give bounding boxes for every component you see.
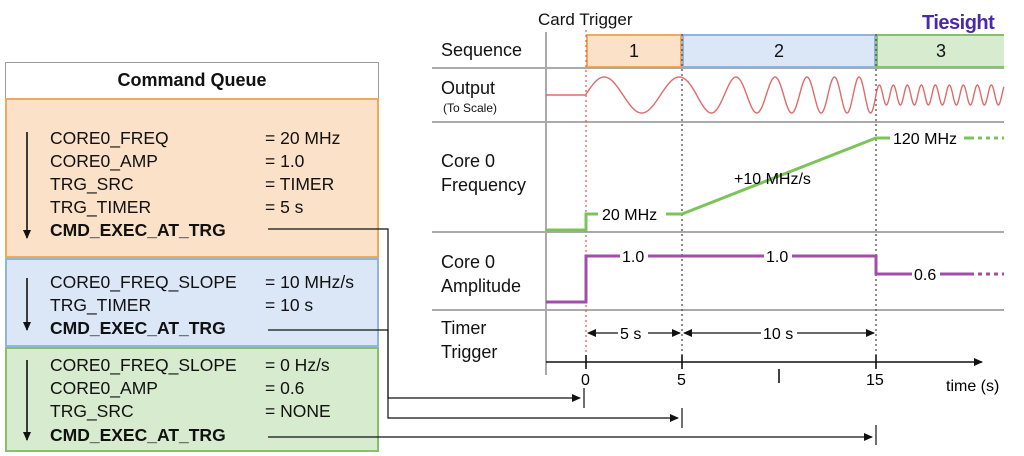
row-label-output-note: (To Scale) [443,101,498,115]
command-name: TRG_TIMER [50,295,152,315]
amp-label-a: 1.0 [622,249,644,266]
command-queue-title: Command Queue [5,62,379,98]
command-value: = 5 s [265,197,304,217]
row-label-sequence: Sequence [441,40,523,60]
command-name: CORE0_FREQ_SLOPE [50,355,237,375]
command-value: = TIMER [265,174,335,194]
row-label-amplitude-2: Amplitude [441,276,522,296]
brand-logo: Tiesight [922,12,995,35]
command-value: = 1.0 [265,151,305,171]
label-bg [598,204,666,224]
axis-label: time (s) [946,378,999,395]
freq-label-slope: +10 MHz/s [734,171,811,188]
row-label-output: Output [441,78,496,98]
freq-label-end: 120 MHz [893,131,957,148]
command-block-3: CORE0_FREQ_SLOPE = 0 Hz/s CORE0_AMP = 0.… [5,347,379,452]
command-name: CORE0_AMP [50,151,158,171]
axis-tick-label: 5 [677,372,686,389]
amp-label-b: 1.0 [766,249,788,266]
exec-command: CMD_EXEC_AT_TRG [50,425,226,445]
output-waveform [546,76,1005,114]
command-value: = 10 s [265,295,314,315]
logo-text: Tiesight [922,12,995,34]
command-name: TRG_TIMER [50,197,152,217]
command-block-2: CORE0_FREQ_SLOPE = 10 MHz/s TRG_TIMER = … [5,258,379,347]
axis-tick-label: 0 [581,372,590,389]
command-block-1: CORE0_FREQ = 20 MHz CORE0_AMP = 1.0 TRG_… [5,98,379,258]
label-bg [618,324,648,342]
command-name: CORE0_FREQ_SLOPE [50,272,237,292]
connector-2 [268,329,679,422]
row-label-timer: Timer [441,318,487,338]
command-name: TRG_SRC [50,174,134,194]
amp-label-c: 0.6 [914,267,936,284]
row-label-amplitude: Core 0 [441,252,496,272]
row-label-trigger: Trigger [441,342,498,362]
connector-1 [268,228,581,402]
amplitude-trace [546,254,970,304]
command-name: TRG_SRC [50,401,134,421]
command-value: = 0.6 [265,378,305,398]
command-value: = 20 MHz [265,128,341,148]
exec-command: CMD_EXEC_AT_TRG [50,318,226,338]
freq-label-start: 20 MHz [602,207,657,224]
command-name: CORE0_FREQ [50,128,169,148]
command-name: CORE0_AMP [50,378,158,398]
label-bg [890,128,964,148]
command-value: = NONE [265,401,331,421]
label-bg [912,264,940,284]
exec-command: CMD_EXEC_AT_TRG [50,220,226,240]
card-trigger-label: Card Trigger [538,10,633,29]
row-label-frequency-2: Frequency [441,175,527,195]
interval-label-5s: 5 s [620,326,641,343]
label-bg [761,324,797,342]
label-bg [620,246,648,266]
interval-label-10s: 10 s [763,326,793,343]
command-value: = 0 Hz/s [265,355,330,375]
row-label-frequency: Core 0 [441,151,496,171]
command-value: = 10 MHz/s [265,272,354,292]
label-bg [764,246,792,266]
axis-tick-label: 15 [866,372,884,389]
